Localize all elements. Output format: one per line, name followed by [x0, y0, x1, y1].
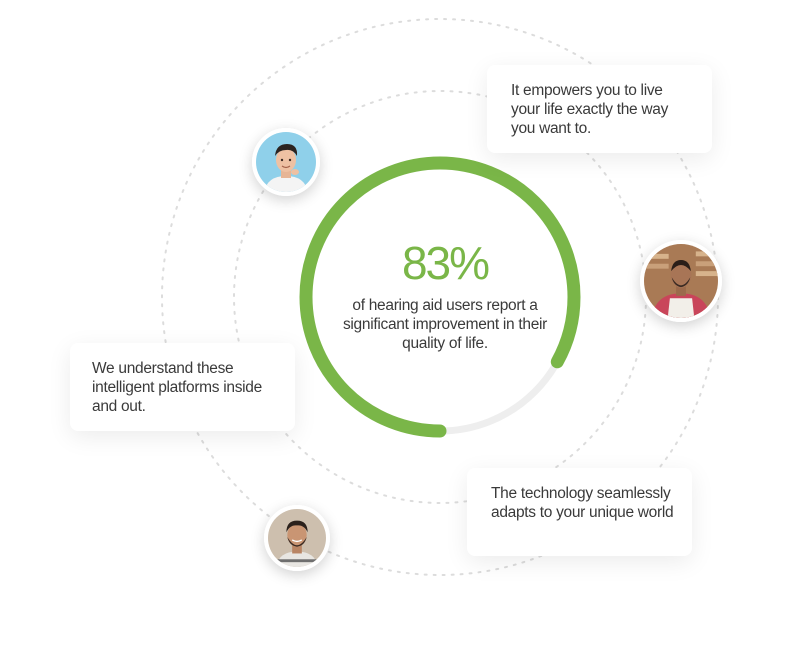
stat-center: 83% of hearing aid users report a signif… — [320, 240, 570, 353]
avatar-user-3 — [264, 505, 330, 571]
person-photo-icon — [644, 244, 718, 318]
avatar-user-2 — [640, 240, 722, 322]
quote-card-text: We understand these intelligent platform… — [92, 360, 262, 415]
quote-card-text: The technology seamlessly adapts to your… — [491, 485, 674, 521]
stat-description: of hearing aid users report a significan… — [342, 297, 548, 352]
quote-card-text: It empowers you to live your life exactl… — [511, 82, 669, 137]
progress-arc — [299, 156, 581, 438]
stat-percent: 83% — [401, 237, 490, 289]
avatar-user-1 — [252, 128, 320, 196]
person-photo-icon — [256, 132, 316, 192]
quote-card-technology: The technology seamlessly adapts to your… — [467, 468, 692, 556]
quote-card-understand: We understand these intelligent platform… — [70, 343, 295, 431]
quote-card-empower: It empowers you to live your life exactl… — [487, 65, 712, 153]
person-photo-icon — [268, 509, 326, 567]
